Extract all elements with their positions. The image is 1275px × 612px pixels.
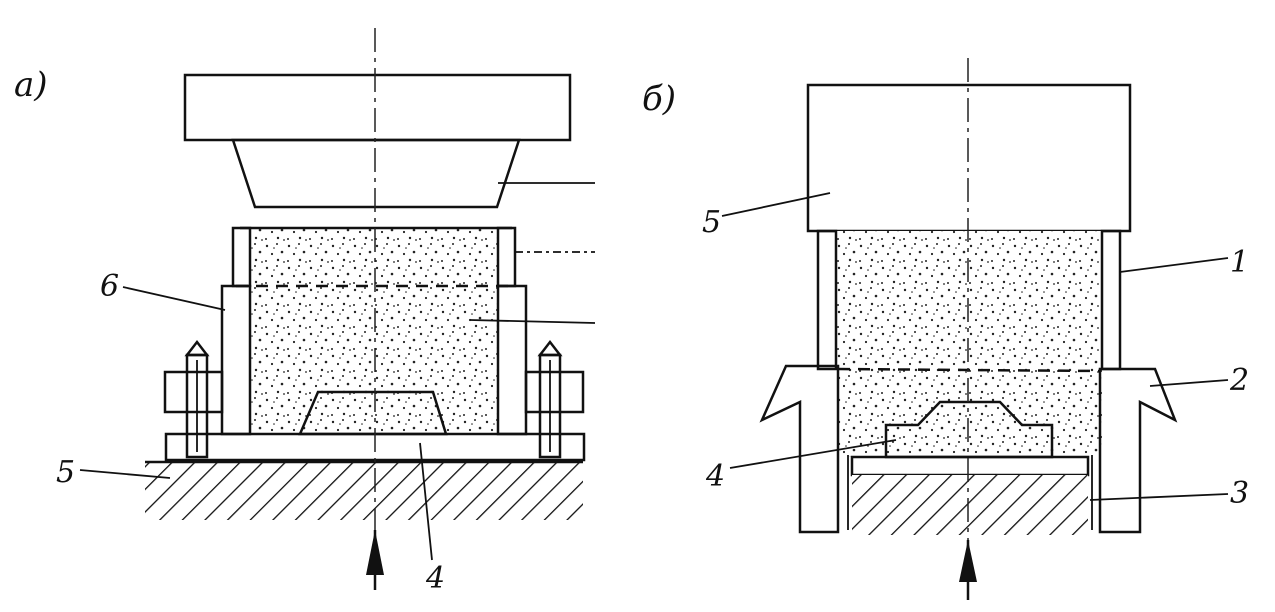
panel-a-label: a) (14, 65, 48, 105)
flask-wall-right-a (496, 284, 528, 436)
callout-4-a: 4 (425, 561, 445, 596)
press-block-b (806, 83, 1132, 233)
machine-table-a (145, 462, 583, 520)
sand-fill-a (250, 228, 498, 434)
panel-b: б) 5 1 2 4 (642, 58, 1249, 600)
flask-right-b (1098, 367, 1178, 534)
upper-pattern-a (231, 138, 521, 209)
guide-pin-left-a (184, 339, 210, 459)
fill-frame-right-b (1100, 229, 1122, 371)
callout-3-b: 3 (1230, 476, 1249, 511)
lower-table-b (852, 475, 1088, 535)
callout-4-b: 4 (705, 459, 725, 494)
model-plate-b (850, 455, 1090, 477)
callout-2-b: 2 (1229, 363, 1249, 398)
fill-frame-left-a (231, 226, 252, 288)
callout-5-a: 5 (56, 455, 75, 490)
pattern-model-b (884, 400, 1054, 459)
fill-frame-left-b (816, 229, 838, 371)
flask-wall-left-a (220, 284, 252, 436)
flask-lug-left-a (163, 370, 224, 414)
panel-a: a) (14, 28, 596, 596)
flask-lug-right-a (524, 370, 585, 414)
leader-line-a3 (469, 319, 596, 324)
callout-1-b: 1 (1230, 245, 1249, 280)
callout-5-b: 5 (702, 205, 721, 240)
press-plate-a (183, 73, 572, 142)
pattern-model-a (298, 390, 448, 436)
press-direction-arrow-a (366, 530, 384, 590)
parting-line-b (837, 367, 1101, 373)
press-direction-arrow-b (959, 540, 977, 600)
sand-fill-b (836, 231, 1102, 457)
fill-frame-right-a (496, 226, 517, 288)
flask-left-b (759, 364, 840, 534)
panel-b-label: б) (642, 79, 676, 119)
callout-6-a: 6 (100, 269, 119, 304)
guide-pin-right-a (537, 339, 563, 459)
